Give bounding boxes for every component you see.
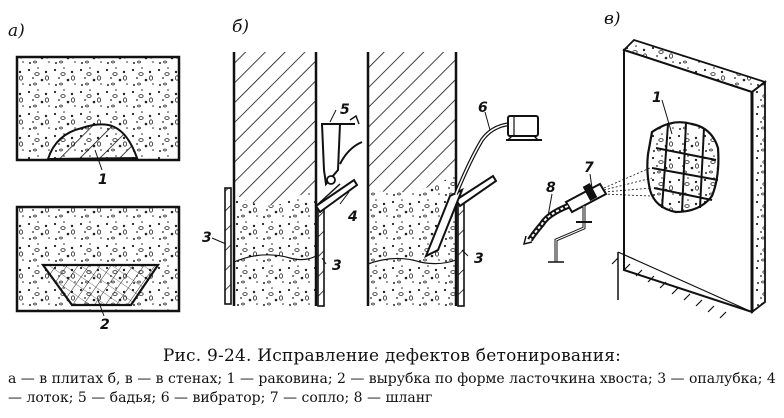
slab-with-dovetail-cut — [15, 205, 181, 317]
callout-dovetail: 2 — [100, 317, 110, 333]
figure-caption-title: Рис. 9-24. Исправление дефектов бетониро… — [162, 346, 622, 366]
callout-cavity-v: 1 — [652, 90, 662, 106]
concrete-defect-repair-figure: а) 1 2 б) 3 4 — [8, 9, 767, 333]
callout-tray: 4 — [347, 209, 358, 225]
panel-label-b: б) — [232, 17, 249, 37]
callout-hose: 8 — [546, 180, 556, 196]
wall-with-shotcrete-repair — [522, 38, 767, 319]
callout-vibrator: 6 — [478, 100, 488, 116]
figure-caption-legend: а — в плитах б, в — в стенах; 1 — ракови… — [8, 371, 776, 406]
slab-with-cavity — [15, 55, 181, 171]
panel-label-a: а) — [8, 21, 25, 41]
callout-cavity-a: 1 — [98, 172, 108, 188]
callout-nozzle: 7 — [584, 160, 594, 176]
panel-label-v: в) — [604, 9, 621, 29]
callout-formwork-mid: 3 — [332, 258, 342, 274]
wall-right-with-vibrator — [366, 52, 542, 307]
callout-formwork-left: 3 — [202, 230, 212, 246]
callout-formwork-right: 3 — [474, 251, 484, 267]
wall-left-with-tray — [211, 52, 363, 307]
callout-bucket: 5 — [340, 102, 350, 118]
